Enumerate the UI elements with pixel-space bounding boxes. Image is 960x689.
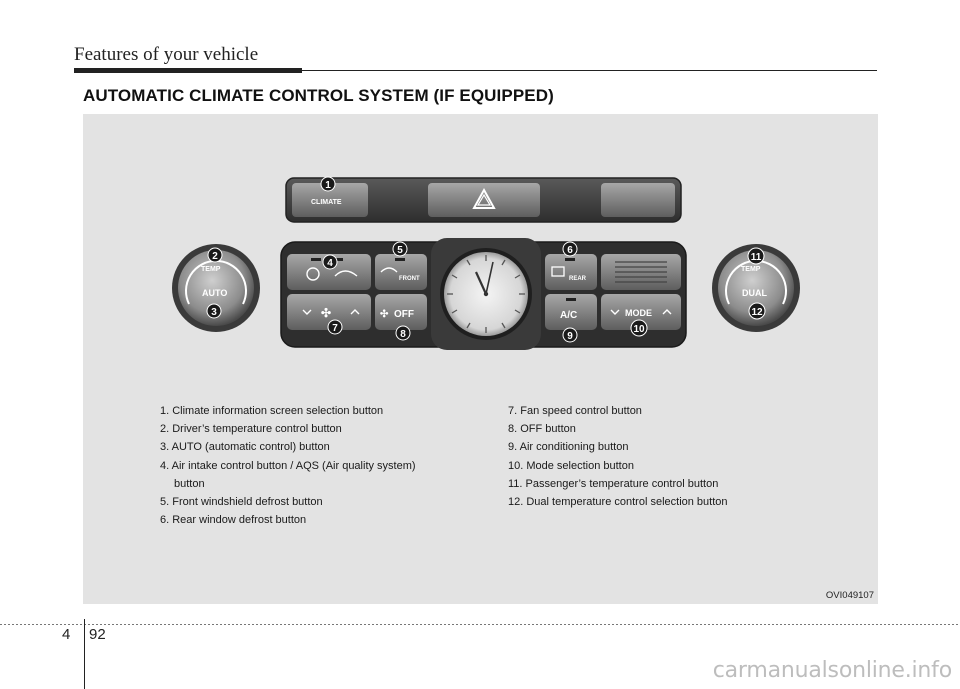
callout-9-label: 9 — [567, 331, 573, 342]
callout-11: 11 — [747, 247, 765, 265]
rear-defrost-icon — [551, 266, 565, 277]
callout-4: 4 — [322, 254, 338, 270]
fan-up-chevron-icon — [350, 309, 360, 315]
vent-grille — [601, 254, 681, 290]
ac-label: A/C — [560, 310, 577, 321]
legend-left-list: 1. Climate information screen selection … — [160, 402, 480, 529]
callout-7: 7 — [327, 319, 343, 335]
off-fan-icon: ✣ — [380, 309, 389, 320]
legend-item: 2. Driver’s temperature control button — [160, 423, 342, 436]
legend-item: 8. OFF button — [508, 423, 576, 436]
auto-button[interactable]: AUTO — [202, 288, 227, 298]
callout-11-label: 11 — [751, 252, 762, 263]
legend-item: 3. AUTO (automatic control) button — [160, 441, 330, 454]
callout-1: 1 — [320, 176, 336, 192]
legend-right-list: 7. Fan speed control button 8. OFF butto… — [508, 402, 838, 511]
figure-box: CLIMATE TEMP AUTO — [83, 114, 878, 604]
analog-clock — [431, 238, 541, 350]
header-rule-thin — [302, 70, 877, 71]
callout-6: 6 — [562, 241, 578, 257]
callout-7-label: 7 — [332, 323, 338, 334]
dual-label: DUAL — [742, 288, 767, 298]
legend-item: 10. Mode selection button — [508, 459, 634, 472]
legend-item: 6. Rear window defrost button — [160, 514, 307, 527]
air-intake-button[interactable] — [287, 254, 371, 290]
hazard-button[interactable] — [428, 183, 540, 217]
callout-8-label: 8 — [400, 329, 406, 340]
off-label: OFF — [394, 309, 414, 320]
callout-2-label: 2 — [212, 251, 218, 262]
auto-label: AUTO — [202, 288, 227, 298]
mode-down-chevron-icon — [610, 309, 620, 315]
callout-3-label: 3 — [211, 307, 217, 318]
callout-5: 5 — [392, 241, 408, 257]
callout-6-label: 6 — [567, 245, 573, 256]
figure-id: OVI049107 — [825, 590, 874, 601]
fan-speed-button[interactable]: ✣ — [287, 294, 371, 330]
hour-hand — [474, 271, 488, 295]
fan-icon: ✣ — [321, 306, 331, 320]
legend-item: 4. Air intake control button / AQS (Air … — [160, 459, 416, 472]
callout-2: 2 — [207, 247, 223, 263]
ac-button[interactable]: A/C — [545, 294, 597, 330]
callout-10: 10 — [630, 319, 648, 337]
callout-9: 9 — [562, 327, 578, 343]
watermark: carmanualsonline.info — [712, 658, 952, 683]
mode-label: MODE — [625, 308, 652, 318]
legend-item-continuation: button — [174, 477, 205, 490]
minute-hand — [485, 261, 494, 295]
callout-10-label: 10 — [633, 324, 645, 335]
climate-control-cluster: FRONT — [280, 238, 687, 350]
chapter-number: 4 — [62, 626, 71, 643]
front-defrost-icon — [380, 267, 398, 273]
mode-button[interactable]: MODE — [601, 294, 681, 330]
blank-button[interactable] — [601, 183, 675, 217]
callout-1-label: 1 — [325, 180, 331, 191]
callout-8: 8 — [395, 325, 411, 341]
callout-12-label: 12 — [751, 307, 763, 318]
driver-temp-label: TEMP — [201, 266, 221, 273]
callout-12: 12 — [748, 302, 766, 320]
page-number: 92 — [89, 626, 106, 643]
climate-button[interactable]: CLIMATE — [292, 183, 368, 217]
dual-button[interactable]: DUAL — [742, 288, 767, 298]
callout-3: 3 — [206, 303, 222, 319]
legend-item: 12. Dual temperature control selection b… — [508, 496, 728, 509]
legend-item: 5. Front windshield defrost button — [160, 496, 323, 509]
rear-defrost-button[interactable]: REAR — [545, 254, 597, 290]
legend-item: 9. Air conditioning button — [508, 441, 629, 454]
hazard-triangle-icon — [472, 187, 496, 209]
callout-4-label: 4 — [327, 258, 333, 269]
recirculation-icon — [334, 270, 358, 277]
section-title: AUTOMATIC CLIMATE CONTROL SYSTEM (IF EQU… — [83, 86, 554, 105]
footer-divider — [84, 619, 85, 689]
off-button[interactable]: ✣ OFF — [375, 294, 427, 330]
climate-panel-illustration: CLIMATE TEMP AUTO — [172, 176, 800, 350]
legend-item: 11. Passenger’s temperature control butt… — [508, 477, 719, 490]
callout-5-label: 5 — [397, 245, 403, 256]
climate-label: CLIMATE — [311, 199, 342, 206]
mode-up-chevron-icon — [662, 309, 672, 315]
passenger-temp-label: TEMP — [741, 266, 761, 273]
header-title: Features of your vehicle — [74, 44, 259, 65]
front-label: FRONT — [399, 276, 420, 282]
top-button-strip: CLIMATE — [285, 177, 682, 223]
footer-rule — [0, 624, 960, 625]
front-defrost-button[interactable]: FRONT — [375, 254, 427, 290]
rear-label: REAR — [569, 276, 587, 282]
legend-item: 7. Fan speed control button — [508, 405, 642, 417]
aqs-icon — [306, 267, 320, 281]
legend-item: 1. Climate information screen selection … — [160, 405, 384, 417]
header-rule-thick — [74, 68, 302, 73]
fan-down-chevron-icon — [302, 309, 312, 315]
